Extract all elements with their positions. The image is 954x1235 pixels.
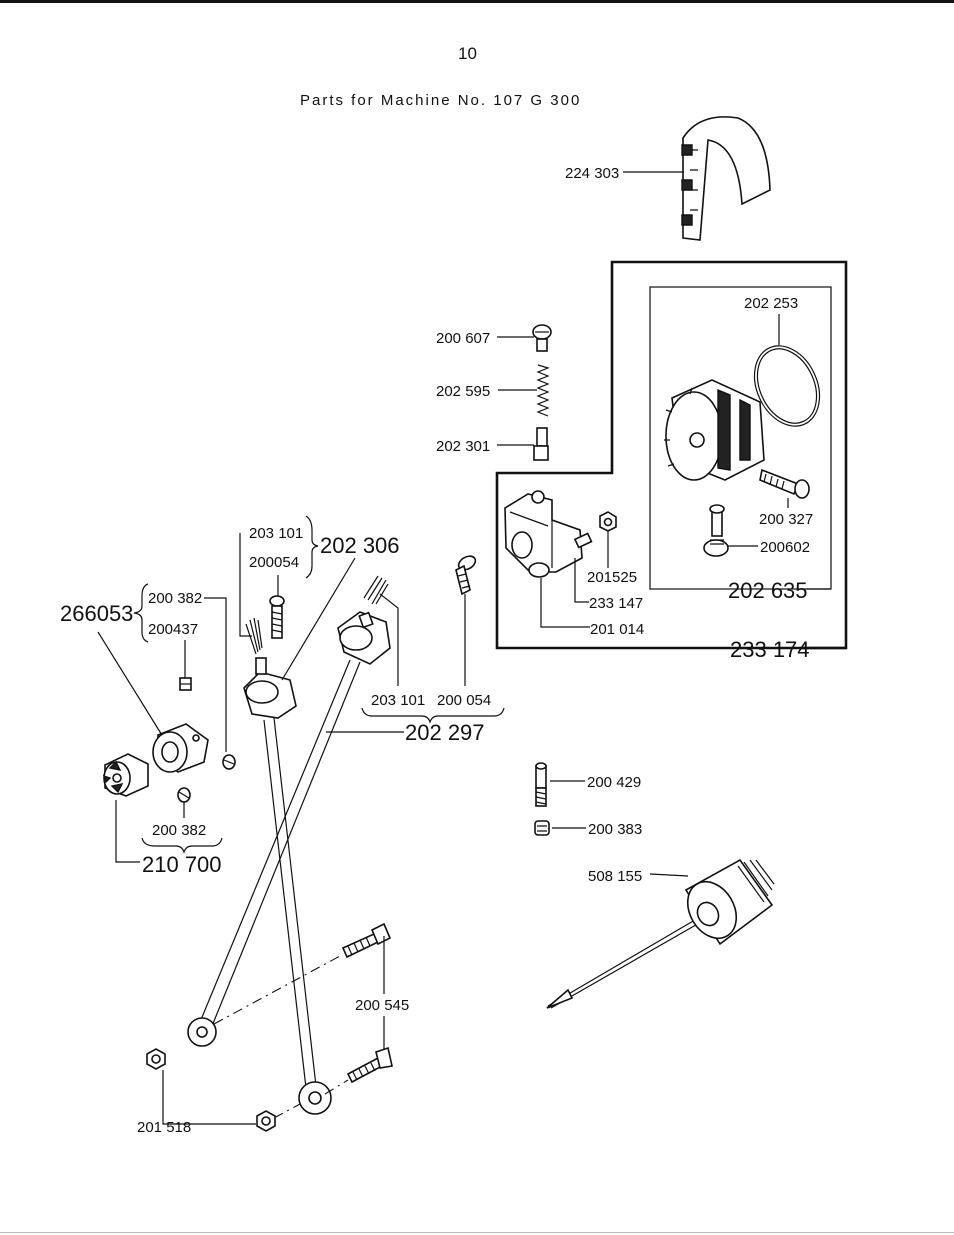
part-233174-body (504, 490, 593, 578)
label-200054b: 200 054 (437, 692, 491, 709)
centerline-upper (213, 955, 341, 1025)
part-200545-bolt-upper (341, 922, 392, 959)
label-200602: 200602 (760, 539, 810, 556)
label-200383: 200 383 (588, 821, 642, 838)
frame-233174 (495, 260, 848, 650)
bottom-rule (0, 1232, 954, 1233)
top-border (0, 0, 954, 3)
part-200429-pin (535, 762, 547, 807)
brace-202306 (305, 515, 319, 579)
part-202595-spring (536, 364, 550, 417)
part-200545-bolt-lower (346, 1046, 393, 1084)
part-201518-nut-right (256, 1110, 276, 1132)
part-200437-nut (179, 677, 192, 691)
centerline-lower (324, 1079, 349, 1095)
part-203101b-wire (363, 575, 389, 605)
page-number: 10 (458, 44, 477, 63)
part-202253-ring (753, 314, 821, 427)
brace-210700 (141, 837, 223, 854)
part-gear-bushing (664, 379, 765, 481)
part-200383-washer (534, 820, 550, 836)
leader-233147 (574, 558, 589, 603)
label-202253: 202 253 (744, 295, 798, 312)
label-202301: 202 301 (436, 438, 490, 455)
part-266053-coupling (152, 723, 209, 773)
page-title: Parts for Machine No. 107 G 300 (300, 92, 582, 109)
leader-200382a (204, 597, 227, 752)
part-202297-rod (187, 611, 391, 1047)
label-200054a: 200054 (249, 554, 299, 571)
leader-203101a (239, 533, 252, 637)
label-201525: 201525 (587, 569, 637, 586)
brace-266053 (133, 583, 149, 643)
label-202306: 202 306 (320, 533, 400, 558)
label-200607: 200 607 (436, 330, 490, 347)
centerline-nut (273, 1103, 301, 1119)
part-508155-knob (546, 858, 775, 1009)
label-200429: 200 429 (587, 774, 641, 791)
leader-201014 (540, 578, 590, 628)
label-233147: 233 147 (589, 595, 643, 612)
label-203101a: 203 101 (249, 525, 303, 542)
label-200382a: 200 382 (148, 590, 202, 607)
part-200607-screw (532, 324, 552, 352)
leader-266053 (97, 631, 166, 741)
frame-202635 (649, 286, 832, 590)
part-200327-screw (759, 468, 810, 508)
label-266053: 266053 (60, 601, 133, 626)
leader-203101b (379, 593, 399, 686)
label-224303: 224 303 (565, 165, 619, 182)
label-233174: 233 174 (730, 637, 810, 662)
label-201518: 201 518 (137, 1119, 191, 1136)
part-200602-screw (703, 504, 758, 557)
label-203101b: 203 101 (371, 692, 425, 709)
brace-202297 (361, 707, 505, 724)
label-202635: 202 635 (728, 578, 808, 603)
part-200054b-screw (455, 555, 477, 686)
part-201525-nut (599, 511, 617, 568)
label-210700: 210 700 (142, 852, 222, 877)
label-200437: 200437 (148, 621, 198, 638)
part-200382a-screw (222, 754, 236, 770)
label-201014: 201 014 (590, 621, 644, 638)
label-508155: 508 155 (588, 868, 642, 885)
leader-210700 (115, 800, 140, 863)
label-200382b: 200 382 (152, 822, 206, 839)
label-200327: 200 327 (759, 511, 813, 528)
part-201518-nut-left (146, 1048, 166, 1070)
part-224303 (623, 116, 771, 241)
leader-201518 (162, 1070, 256, 1125)
part-202301-pin (533, 427, 549, 461)
part-200382b-screw (177, 787, 191, 818)
part-200054a-screw (269, 575, 285, 639)
part-202306-rod (243, 557, 356, 1115)
part-203101a-wire (245, 617, 263, 655)
label-202595: 202 595 (436, 383, 490, 400)
label-200545: 200 545 (355, 997, 409, 1014)
leader-508155 (649, 873, 689, 877)
part-210700-gear (102, 753, 149, 797)
label-202297: 202 297 (405, 720, 485, 745)
